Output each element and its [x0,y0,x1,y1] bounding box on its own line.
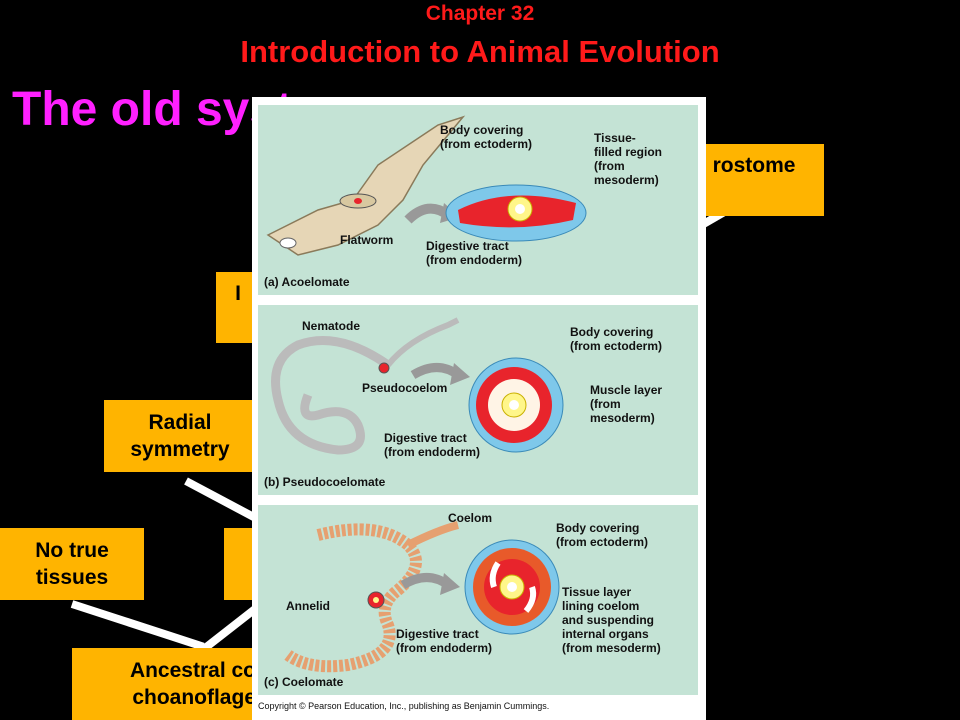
ancestral-label-line2: choanoflage [132,686,256,709]
radial-label-line1: Radial [148,411,212,434]
a-caption: (a) Acoelomate [264,275,350,289]
panel-coelomate: Coelom Body covering (from ectoderm) Ann… [258,505,698,695]
acoelomate-illustration [266,115,587,256]
coelomate-illustration [284,521,560,673]
ancestral-box: Ancestral co choanoflage [72,648,262,720]
no-true-label-line1: No true [35,539,109,562]
deuterostome-box: rostome [684,144,824,216]
panel-acoelomate: Body covering (from ectoderm) Tissue- fi… [258,105,698,295]
c-organism-label: Annelid [286,599,330,613]
no-true-label-line2: tissues [35,566,109,589]
a-tissue-filled-label: Tissue- filled region (from mesoderm) [594,131,663,187]
panel-pseudocoelomate: Nematode Body covering (from ectoderm) P… [258,305,698,495]
a-digestive-label: Digestive tract (from endoderm) [426,239,522,267]
c-tissue-layer-label: Tissue layer lining coelom and suspendin… [562,585,661,655]
slide-title: Introduction to Animal Evolution [240,34,720,69]
c-body-covering-label: Body covering (from ectoderm) [556,521,649,549]
partial-box-label: I [235,282,241,305]
c-caption: (c) Coelomate [264,675,344,689]
pseudocoelomate-illustration [271,317,564,455]
a-body-covering-label: Body covering (from ectoderm) [440,123,533,151]
c-cavity-label: Coelom [448,511,493,525]
no-true-tissues-box: No true tissues [0,528,144,600]
b-digestive-label: Digestive tract (from endoderm) [384,431,480,459]
ancestral-label-line1: Ancestral co [129,659,256,682]
tree-line-notrue [70,600,205,651]
chapter-label: Chapter 32 [425,2,535,25]
slide-heading: The old syst [12,83,293,136]
b-caption: (b) Pseudocoelomate [264,475,386,489]
b-organism-label: Nematode [302,319,361,333]
copyright-notice: Copyright © Pearson Education, Inc., pub… [258,701,550,711]
b-cavity-label: Pseudocoelom [362,381,448,395]
radial-symmetry-box: Radial symmetry [104,400,256,472]
radial-label-line2: symmetry [130,438,230,461]
c-digestive-label: Digestive tract (from endoderm) [396,627,492,655]
deuterostome-label: rostome [712,154,796,177]
a-organism-label: Flatworm [340,233,394,247]
b-body-covering-label: Body covering (from ectoderm) [570,325,663,353]
b-muscle-label: Muscle layer (from mesoderm) [590,383,663,425]
body-cavity-figure: Body covering (from ectoderm) Tissue- fi… [252,97,706,720]
